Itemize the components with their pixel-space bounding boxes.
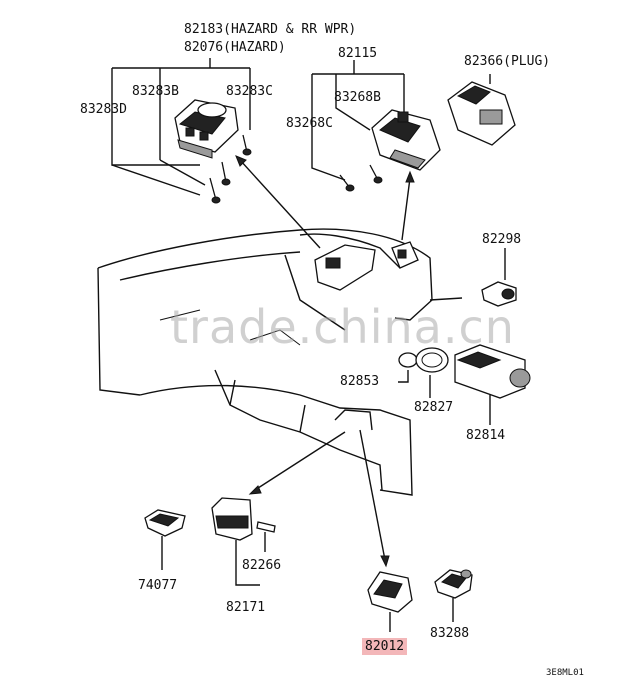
screw-icon [339,164,383,192]
label-82853: 82853 [340,374,380,389]
label-74077: 74077 [138,578,178,593]
leader-arrows [235,155,463,568]
label-82171: 82171 [226,600,266,615]
switch-82115-group [311,60,441,192]
switch-82012-icon [367,571,413,632]
label-83283C: 83283C [226,84,273,99]
label-82366-plug: 82366(PLUG) [464,54,551,69]
label-82298: 82298 [482,232,522,247]
label-82266: 82266 [242,558,282,573]
label-82012-highlighted: 82012 [362,638,408,655]
label-83268B: 83268B [334,90,381,105]
label-83283D: 83283D [80,102,127,117]
screw-icon [209,134,252,204]
label-82183-hazard-rr-wpr: 82183(HAZARD & RR WPR) [184,22,357,37]
label-82115: 82115 [338,46,378,61]
label-82814: 82814 [466,428,506,443]
label-83288: 83288 [430,626,470,641]
label-82827: 82827 [414,400,454,415]
hazard-switch-group [111,58,252,204]
watermark: trade.china.cn [170,300,515,354]
dashboard-outline [97,228,433,496]
switch-82115-icon [371,109,441,171]
label-83268C: 83268C [286,116,333,131]
relay-74077-icon [144,509,186,570]
relay-83288-icon [434,569,473,622]
plug-82366-icon [447,74,516,146]
hazard-switch-icon [174,99,239,159]
label-82076-hazard: 82076(HAZARD) [184,40,286,55]
socket-82298-icon [481,248,517,307]
drawing-code: 3E8ML01 [546,668,584,678]
lamp-housing-82171-icon [211,497,276,586]
ignition-switch-group [398,344,531,425]
label-83283B: 83283B [132,84,179,99]
